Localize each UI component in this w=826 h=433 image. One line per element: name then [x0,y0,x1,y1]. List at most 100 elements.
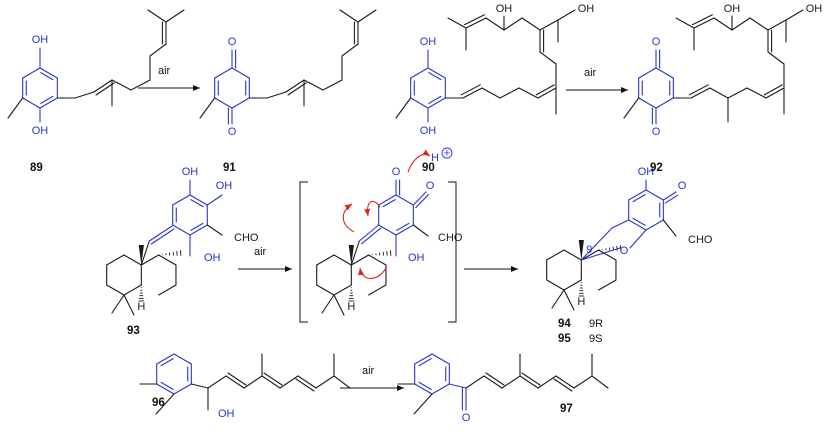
bond [431,353,450,365]
hydrogen-label: H [347,301,355,313]
compound-number-91: 91 [223,162,236,174]
reaction-arrow-93-int: air [238,246,292,272]
double-bond-inner [40,95,54,104]
double-bond [297,375,317,389]
intermediate-bracket [299,181,457,323]
curly-arrow [364,200,381,217]
double-bond-inner [295,378,315,392]
bond [447,17,467,29]
bond [598,249,617,261]
compound-config-94: 9R [589,318,603,330]
double-bond [189,224,208,236]
oxygen-label: O [652,126,661,138]
double-bond [628,219,647,231]
bond [333,294,345,316]
bond [74,91,95,99]
double-bond-inner [190,199,204,208]
double-bond [555,375,575,389]
bond [231,67,250,79]
bond [521,17,541,31]
bond [341,43,359,57]
bond [172,224,191,236]
hash-bond-segment [389,250,392,256]
bond [503,17,523,31]
hydroxyl-label: OH [420,125,437,137]
double-bond [690,87,711,99]
bond [518,87,539,99]
bond [111,294,125,314]
bond [303,79,324,91]
bond [485,17,505,31]
bond [140,254,160,266]
bond [207,375,227,389]
hydroxyl-label: OH [182,166,199,178]
bond [123,284,142,296]
bond [501,375,521,389]
bond [675,17,695,29]
bond [591,375,609,389]
bond [749,17,769,31]
ketone-oxygen-label: O [462,412,471,424]
bond [713,17,733,31]
furan-oxygen-label: O [620,245,629,257]
double-bond [519,375,539,389]
curly-arrow [342,203,355,233]
double-bond-inner [485,372,505,386]
double-bond [148,225,173,242]
bond [172,194,191,206]
wedge-bond [138,245,144,265]
bond [190,383,209,389]
bond [111,79,132,91]
double-bond [465,17,487,29]
double-bond [537,87,557,99]
wedge-bond [348,245,354,265]
compound-number-90: 90 [422,162,435,174]
bond [106,284,125,296]
double-bond-inner [287,82,307,96]
double-bond-inner [396,222,410,231]
double-bond [412,191,427,206]
hydroxyl-label: OH [32,34,49,46]
double-bond [414,383,433,395]
double-bond [414,353,433,365]
bond [333,284,352,296]
hydroxyl-label: OH [218,408,235,420]
bond [546,249,565,261]
reaction-arrow-90-92: air [566,67,628,93]
double-bond [156,383,175,395]
double-bond-inner [521,372,541,386]
compound-number-92: 92 [650,162,663,174]
bond [339,9,359,23]
bond [767,51,785,65]
curly-arrow [407,149,431,173]
hydroxyl-label: OH [496,3,513,15]
compound-91-structure: OO [199,9,377,138]
bond [598,279,617,291]
bond [580,249,600,261]
bond [638,97,657,109]
hydroxyl-label: OH [216,180,233,192]
double-bond-inner [418,381,432,390]
double-bond [765,87,785,99]
bond [266,91,287,99]
bond [140,240,150,266]
reagent-label: air [362,365,375,377]
double-bond-inner [664,194,679,204]
double-bond-inner [428,95,442,104]
bond [727,87,748,99]
double-bond-inner [553,378,573,392]
positive-charge-ring [441,147,453,159]
hydroxyl-label: OH [204,252,221,264]
double-bond-inner [632,217,646,226]
bond [539,51,557,65]
bond [563,289,575,311]
double-bond [662,191,677,201]
bond [662,219,677,237]
bond [448,383,467,389]
bond [7,97,24,119]
compound-96-structure: OH [139,353,351,420]
